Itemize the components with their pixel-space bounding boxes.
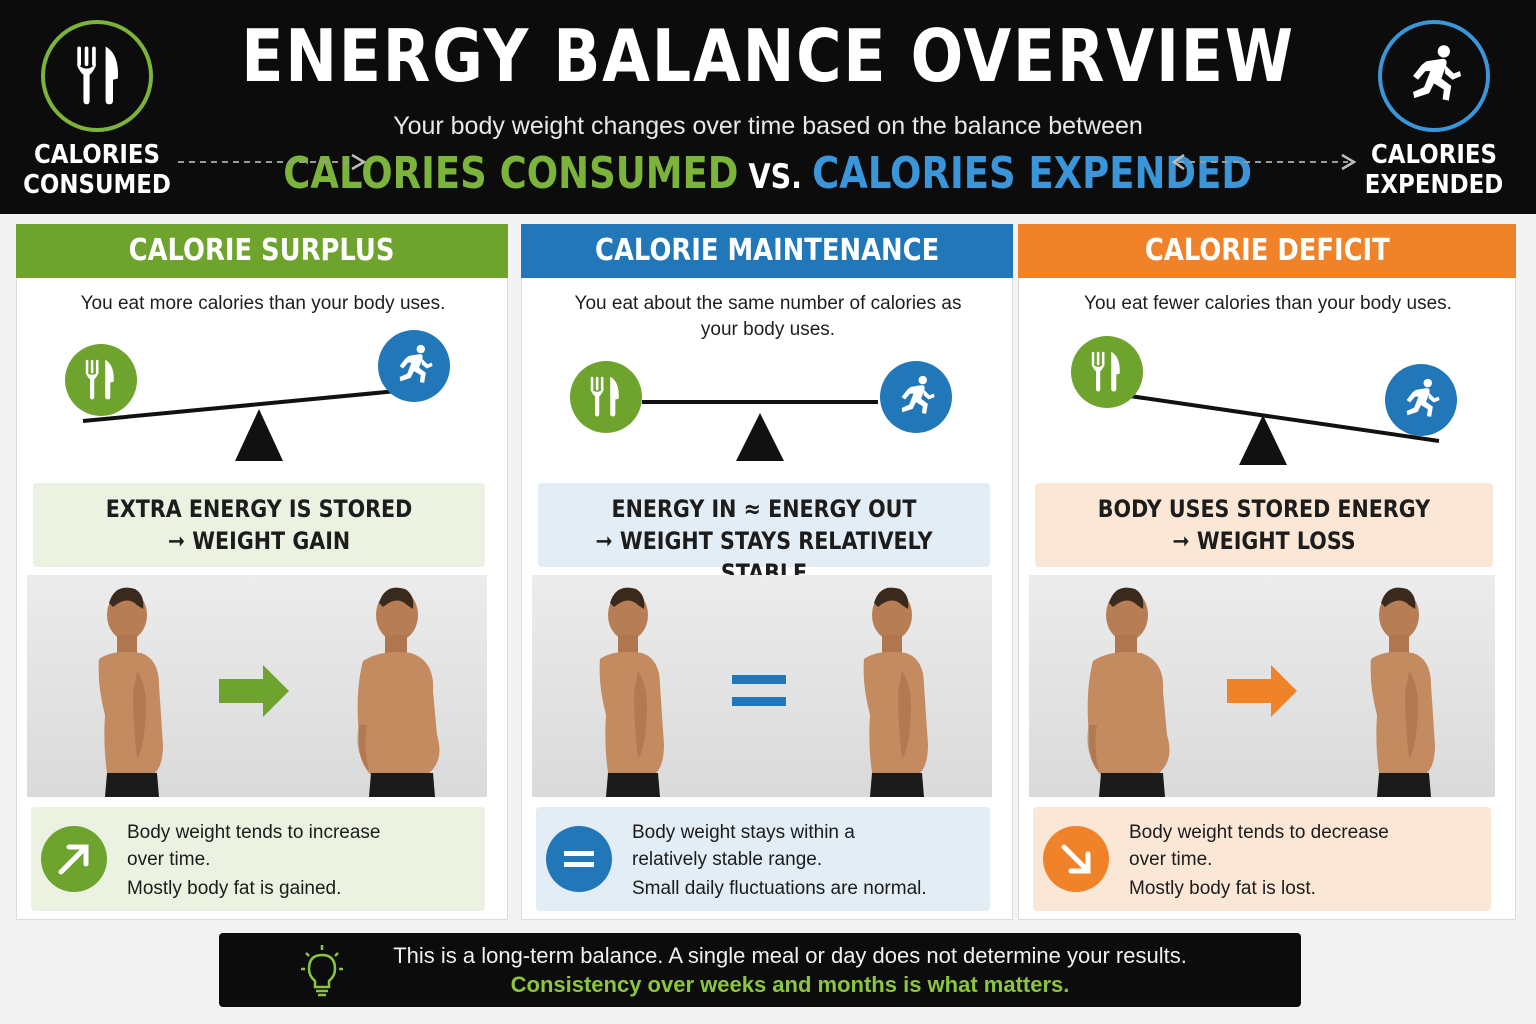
calories-expended-label: CALORIES EXPENDED	[1359, 140, 1509, 200]
result-line-2: ➞ WEIGHT GAIN	[167, 527, 351, 555]
calories-expended-label-line-1: CALORIES	[1371, 140, 1497, 170]
fork-knife-icon	[1071, 336, 1143, 408]
scale-beam	[1122, 393, 1440, 443]
footer-line-1: This is a long-term balance. A single me…	[393, 943, 1187, 968]
result-line-1: EXTRA ENERGY IS STORED	[105, 495, 413, 523]
result-box: BODY USES STORED ENERGY ➞ WEIGHT LOSS	[1035, 483, 1493, 567]
body-comparison-photo	[532, 575, 992, 797]
note-line-2: over time.	[1129, 849, 1213, 870]
arrow-up-right-icon	[41, 826, 107, 892]
calories-consumed-label-line-2: CONSUMED	[23, 170, 171, 200]
body-comparison-photo	[1029, 575, 1495, 797]
panel-title: CALORIE DEFICIT	[1018, 224, 1516, 278]
lightbulb-icon	[301, 945, 343, 997]
scale-fulcrum	[235, 409, 283, 461]
note-box: Body weight tends to decrease over time.…	[1033, 807, 1491, 911]
header-banner: ENERGY BALANCE OVERVIEW Your body weight…	[0, 0, 1536, 214]
note-line-2: relatively stable range.	[632, 849, 823, 870]
footer-tip-banner: This is a long-term balance. A single me…	[219, 933, 1301, 1007]
scale-fulcrum	[736, 413, 784, 461]
panel-title: CALORIE SURPLUS	[16, 224, 508, 278]
panel-title-text: CALORIE SURPLUS	[129, 233, 395, 268]
calories-consumed-label-line-1: CALORIES	[34, 140, 160, 170]
consumed-heading: CALORIES CONSUMED	[283, 148, 739, 199]
result-line-2: ➞ WEIGHT STAYS RELATIVELY STABLE	[595, 527, 933, 587]
result-box: ENERGY IN ≈ ENERGY OUT ➞ WEIGHT STAYS RE…	[538, 483, 990, 587]
vs-label: VS.	[748, 157, 803, 197]
running-person-icon	[1378, 20, 1490, 132]
dashed-arrow-both-icon	[1172, 153, 1356, 171]
result-line-1: BODY USES STORED ENERGY	[1097, 495, 1431, 523]
footer-line-2: Consistency over weeks and months is wha…	[510, 972, 1070, 997]
note-text: Body weight stays within a relatively st…	[632, 819, 927, 902]
balance-scale-level	[570, 361, 952, 461]
panel-title-text: CALORIE DEFICIT	[1144, 233, 1390, 268]
calories-expended-label-line-2: EXPENDED	[1364, 170, 1504, 200]
equals-icon	[732, 675, 786, 684]
note-line-3: Small daily fluctuations are normal.	[632, 878, 927, 899]
right-arrow-icon	[219, 665, 289, 717]
panel-calorie-deficit: CALORIE DEFICIT You eat fewer calories t…	[1018, 224, 1516, 920]
panel-calorie-surplus: CALORIE SURPLUS You eat more calories th…	[16, 224, 508, 920]
panel-description: You eat about the same number of calorie…	[574, 293, 962, 340]
fork-knife-icon	[570, 361, 642, 433]
note-text: Body weight tends to increase over time.…	[127, 819, 381, 902]
scale-beam	[82, 389, 398, 423]
fork-knife-icon	[41, 20, 153, 132]
panel-title-text: CALORIE MAINTENANCE	[594, 233, 940, 268]
panel-title: CALORIE MAINTENANCE	[521, 224, 1013, 278]
result-line-2: ➞ WEIGHT LOSS	[1172, 527, 1356, 555]
result-line-1: ENERGY IN ≈ ENERGY OUT	[611, 495, 917, 523]
page-subtitle: Your body weight changes over time based…	[393, 112, 1143, 140]
panel-description: You eat more calories than your body use…	[80, 293, 446, 314]
page-title: ENERGY BALANCE OVERVIEW	[241, 14, 1295, 98]
arrow-down-right-icon	[1043, 826, 1109, 892]
dashed-arrow-right-icon	[178, 153, 366, 171]
panel-calorie-maintenance: CALORIE MAINTENANCE You eat about the sa…	[521, 224, 1013, 920]
note-line-3: Mostly body fat is gained.	[127, 878, 342, 899]
note-line-1: Body weight stays within a	[632, 822, 855, 843]
right-arrow-icon	[1227, 665, 1297, 717]
note-text: Body weight tends to decrease over time.…	[1129, 819, 1389, 902]
equals-icon	[546, 826, 612, 892]
calories-consumed-label: CALORIES CONSUMED	[22, 140, 172, 200]
note-line-2: over time.	[127, 849, 211, 870]
note-box: Body weight stays within a relatively st…	[536, 807, 990, 911]
balance-scale-tilted	[1071, 336, 1457, 465]
balance-scale-tilted	[65, 330, 450, 461]
result-box: EXTRA ENERGY IS STORED ➞ WEIGHT GAIN	[33, 483, 485, 567]
panel-description: You eat fewer calories than your body us…	[1084, 293, 1452, 314]
fork-knife-icon	[65, 344, 137, 416]
note-line-1: Body weight tends to increase	[127, 822, 381, 843]
expended-heading: CALORIES EXPENDED	[812, 148, 1253, 199]
note-box: Body weight tends to increase over time.…	[31, 807, 485, 911]
body-comparison-photo	[27, 575, 487, 797]
scale-fulcrum	[1239, 415, 1287, 465]
note-line-3: Mostly body fat is lost.	[1129, 878, 1316, 899]
note-line-1: Body weight tends to decrease	[1129, 822, 1389, 843]
